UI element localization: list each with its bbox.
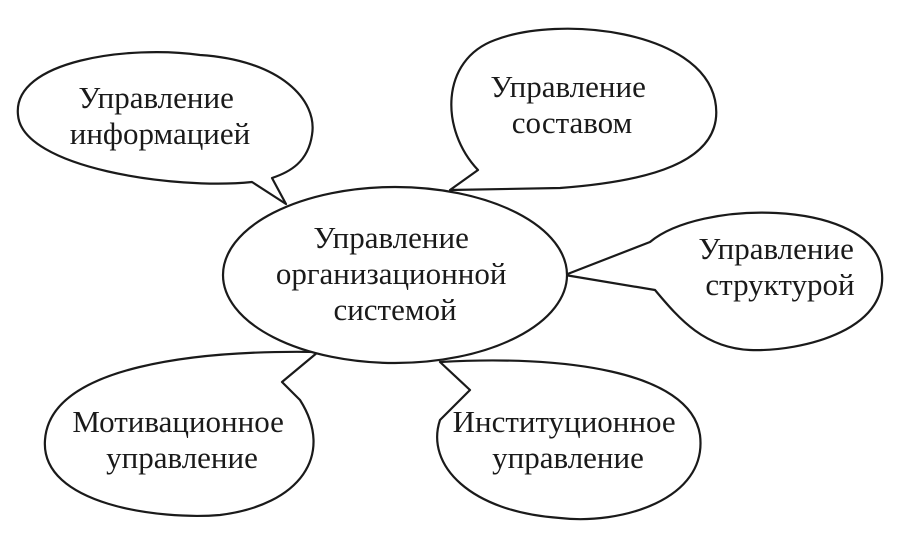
bubble-composition-management-line-2: составом <box>512 105 632 140</box>
bubble-institutional-management-label: Институционное управление <box>453 404 684 475</box>
bubble-structure-management-shape <box>563 211 884 352</box>
bubble-structure-management: Управление структурой <box>563 211 884 352</box>
center-node-line-1: Управление <box>313 220 468 255</box>
bubble-motivational-management-line-1: Мотивационное <box>72 404 284 439</box>
bubble-composition-management-shape <box>448 27 718 192</box>
bubble-institutional-management-shape <box>436 359 702 521</box>
center-node-ellipse <box>221 185 569 365</box>
bubble-institutional-management-line-1: Институционное <box>453 404 676 439</box>
center-node-line-2: организационной <box>276 256 507 291</box>
bubble-structure-management-label: Управление структурой <box>698 231 861 302</box>
bubble-institutional-management: Институционное управление <box>436 359 702 521</box>
bubble-motivational-management-shape <box>43 350 320 517</box>
bubble-composition-management-label: Управление составом <box>490 69 653 140</box>
bubble-structure-management-line-2: структурой <box>705 267 854 302</box>
bubble-motivational-management-label: Мотивационное управление <box>72 404 291 475</box>
bubble-information-management-line-2: информацией <box>70 116 251 151</box>
bubble-information-management-shape <box>16 51 314 206</box>
center-node-label: Управление организационной системой <box>276 220 514 327</box>
bubble-information-management-line-1: Управление <box>78 80 233 115</box>
bubble-composition-management: Управление составом <box>448 27 718 192</box>
bubble-motivational-management: Мотивационное управление <box>43 350 320 517</box>
center-node-line-3: системой <box>333 292 456 327</box>
bubble-motivational-management-line-2: управление <box>106 440 258 475</box>
bubble-composition-management-line-1: Управление <box>490 69 645 104</box>
center-node: Управление организационной системой <box>221 185 569 365</box>
bubble-information-management-label: Управление информацией <box>70 80 251 151</box>
bubble-structure-management-line-1: Управление <box>698 231 853 266</box>
bubble-institutional-management-line-2: управление <box>492 440 644 475</box>
bubble-information-management: Управление информацией <box>16 51 314 206</box>
